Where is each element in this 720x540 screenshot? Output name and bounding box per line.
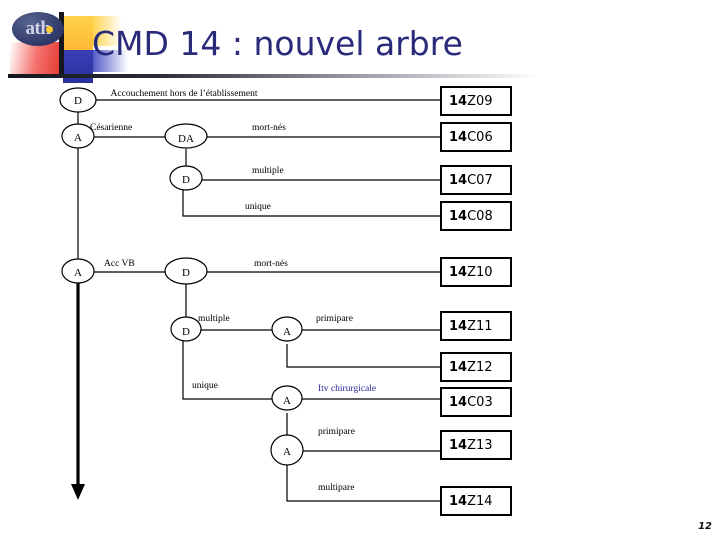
code-box-14Z14[interactable]: 14Z14 bbox=[440, 486, 512, 516]
code-prefix: 14 bbox=[449, 130, 468, 145]
code-box-14Z10[interactable]: 14Z10 bbox=[440, 257, 512, 287]
code-prefix: 14 bbox=[449, 319, 468, 334]
logo-vertical-bar bbox=[59, 12, 64, 78]
node-n9-A[interactable]: A bbox=[271, 385, 303, 411]
edge-label-acc-vb: Acc VB bbox=[104, 259, 135, 269]
node-shape bbox=[61, 123, 95, 149]
node-label: A bbox=[283, 395, 291, 407]
node-shape bbox=[164, 123, 208, 149]
code-box-14C08[interactable]: 14C08 bbox=[440, 201, 512, 231]
code-prefix: 14 bbox=[449, 173, 468, 188]
node-n8-A[interactable]: A bbox=[271, 316, 303, 342]
code-box-14Z11[interactable]: 14Z11 bbox=[440, 311, 512, 341]
code-box-14C03[interactable]: 14C03 bbox=[440, 387, 512, 417]
edge-label-mort-nes-2: mort-nés bbox=[254, 259, 288, 269]
edge-label-unique-2: unique bbox=[192, 381, 218, 391]
tree-edge-labels: Accouchement hors de l’établissement Cés… bbox=[90, 89, 376, 493]
node-shape bbox=[169, 165, 203, 191]
code-suffix: Z14 bbox=[467, 494, 493, 509]
node-n6-D[interactable]: D bbox=[164, 257, 208, 285]
flow-arrow bbox=[71, 283, 85, 500]
node-shape bbox=[61, 258, 95, 284]
node-shape bbox=[270, 434, 304, 466]
edge-label-multiple-2: multiple bbox=[198, 314, 230, 324]
code-suffix: C06 bbox=[467, 130, 493, 145]
code-suffix: C07 bbox=[467, 173, 493, 188]
code-box-14Z12[interactable]: 14Z12 bbox=[440, 352, 512, 382]
node-n7-D[interactable]: D bbox=[170, 316, 202, 342]
node-shape bbox=[164, 257, 208, 285]
node-n1-D[interactable]: D bbox=[59, 87, 97, 113]
node-n4-D[interactable]: D bbox=[169, 165, 203, 191]
code-suffix: Z10 bbox=[467, 265, 493, 280]
edge-label-primipare-1: primipare bbox=[316, 314, 353, 324]
code-prefix: 14 bbox=[449, 494, 468, 509]
logo-dot bbox=[46, 26, 53, 33]
logo-yellow-fade bbox=[92, 16, 122, 46]
node-n3-DA[interactable]: DA bbox=[164, 123, 208, 149]
page-title: CMD 14 : nouvel arbre bbox=[92, 24, 463, 63]
logo-blue-fade bbox=[92, 50, 128, 72]
edge-label-unique-1: unique bbox=[245, 202, 271, 212]
node-label: A bbox=[283, 326, 291, 338]
code-box-14Z13[interactable]: 14Z13 bbox=[440, 430, 512, 460]
code-prefix: 14 bbox=[449, 438, 468, 453]
node-label: D bbox=[74, 95, 82, 107]
code-prefix: 14 bbox=[449, 265, 468, 280]
edge-label-primipare-2: primipare bbox=[318, 427, 355, 437]
node-n5-A[interactable]: A bbox=[61, 258, 95, 284]
code-suffix: Z09 bbox=[467, 94, 493, 109]
edge-label-multiple-1: multiple bbox=[252, 166, 284, 176]
logo-yellow-block bbox=[63, 16, 93, 52]
tree-nodes: D A DA D A bbox=[59, 87, 304, 466]
edge-label-multipare: multipare bbox=[318, 483, 354, 493]
edge-n4-to-14C08 bbox=[182, 190, 440, 217]
code-box-14C06[interactable]: 14C06 bbox=[440, 122, 512, 152]
node-label: DA bbox=[178, 133, 194, 145]
node-shape bbox=[271, 316, 303, 342]
code-prefix: 14 bbox=[449, 395, 468, 410]
code-box-14C07[interactable]: 14C07 bbox=[440, 165, 512, 195]
node-label: D bbox=[182, 267, 190, 279]
node-label: A bbox=[283, 446, 291, 458]
edge-n8-to-14Z12 bbox=[286, 344, 440, 368]
node-shape bbox=[271, 385, 303, 411]
code-suffix: C03 bbox=[467, 395, 493, 410]
logo-red-block bbox=[10, 42, 68, 78]
edge-label-accouchement-hors: Accouchement hors de l’établissement bbox=[111, 89, 258, 99]
edge-n10-to-14Z14 bbox=[286, 465, 440, 502]
header-rule bbox=[8, 74, 688, 78]
code-suffix: Z12 bbox=[467, 360, 493, 375]
edge-label-itv-chirurgicale: Itv chirurgicale bbox=[318, 384, 376, 394]
node-label: D bbox=[182, 174, 190, 186]
code-suffix: Z11 bbox=[467, 319, 493, 334]
node-label: A bbox=[74, 132, 82, 144]
node-shape bbox=[170, 316, 202, 342]
edge-label-mort-nes-1: mort-nés bbox=[252, 123, 286, 133]
logo-ellipse: ath bbox=[12, 12, 64, 46]
code-prefix: 14 bbox=[449, 94, 468, 109]
node-label: D bbox=[182, 326, 190, 338]
code-prefix: 14 bbox=[449, 360, 468, 375]
page-number: 12 bbox=[698, 521, 712, 532]
code-suffix: Z13 bbox=[467, 438, 493, 453]
node-n10-A[interactable]: A bbox=[270, 434, 304, 466]
code-box-14Z09[interactable]: 14Z09 bbox=[440, 86, 512, 116]
edge-n7-to-n9 bbox=[182, 341, 272, 400]
node-shape bbox=[59, 87, 97, 113]
edge-label-cesarienne: Césarienne bbox=[90, 123, 132, 133]
code-prefix: 14 bbox=[449, 209, 468, 224]
flow-arrow-head bbox=[71, 484, 85, 500]
code-suffix: C08 bbox=[467, 209, 493, 224]
node-label: A bbox=[74, 267, 82, 279]
logo-text: ath bbox=[25, 18, 51, 39]
tree-edges bbox=[77, 99, 440, 502]
node-n2-A[interactable]: A bbox=[61, 123, 95, 149]
